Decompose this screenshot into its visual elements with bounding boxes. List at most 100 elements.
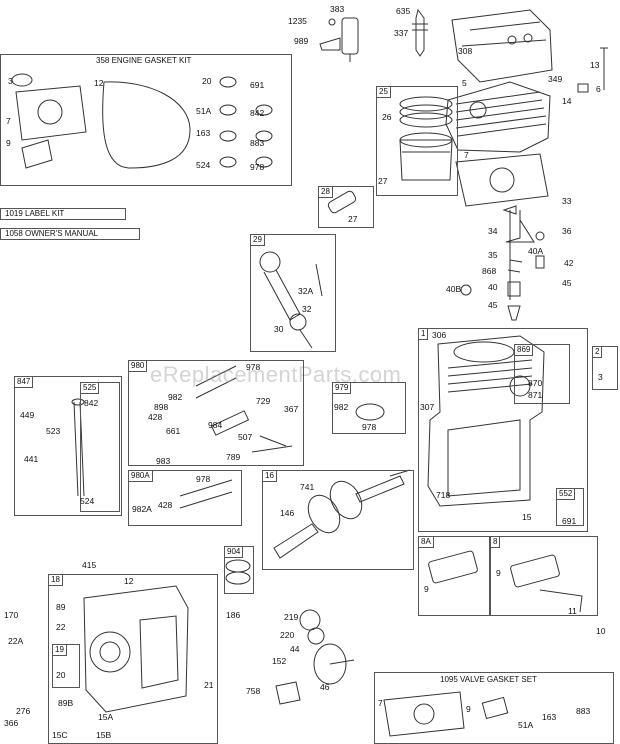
callout-9b: 9 [424, 584, 429, 594]
callout-44: 44 [290, 644, 300, 654]
callout-27a: 27 [378, 176, 388, 186]
callout-383: 383 [330, 4, 345, 14]
callout-22: 22 [56, 622, 66, 632]
callout-10: 10 [596, 626, 606, 636]
group-979-box [332, 382, 406, 434]
tag-525: 525 [80, 382, 100, 394]
owners-manual: 1058 OWNER'S MANUAL [0, 228, 140, 240]
callout-3a: 3 [8, 76, 13, 86]
label-kit: 1019 LABEL KIT [0, 208, 126, 220]
callout-34: 34 [488, 226, 498, 236]
group-8A-box [418, 536, 490, 616]
callout-415: 415 [82, 560, 97, 570]
group-25-box [376, 86, 458, 196]
sump-cover-drawing [83, 585, 189, 713]
callout-36: 36 [562, 226, 572, 236]
callout-842b: 842 [84, 398, 99, 408]
tag-16: 16 [262, 470, 277, 482]
callout-12a: 12 [94, 78, 104, 88]
tag-847: 847 [14, 376, 34, 388]
callout-152: 152 [272, 656, 287, 666]
tag-904: 904 [224, 546, 244, 558]
tag-25: 25 [376, 86, 391, 98]
callout-51Aa: 51A [196, 106, 212, 116]
tag-8A: 8A [418, 536, 434, 548]
callout-219: 219 [284, 612, 299, 622]
callout-978b: 978 [246, 362, 261, 372]
callout-6: 6 [596, 84, 601, 94]
tag-869: 869 [514, 344, 534, 356]
tag-1: 1 [418, 328, 429, 340]
callout-741: 741 [300, 482, 315, 492]
callout-3b: 3 [598, 372, 603, 382]
connecting-rod-drawing [259, 251, 323, 349]
group-525-box [80, 382, 120, 512]
callout-276: 276 [16, 706, 31, 716]
group-869-box [514, 344, 570, 404]
callout-758: 758 [246, 686, 261, 696]
callout-989: 989 [294, 36, 309, 46]
group-980-box [128, 360, 304, 466]
tag-980: 980 [128, 360, 148, 372]
callout-7b: 7 [464, 150, 469, 160]
callout-789: 789 [226, 452, 241, 462]
callout-428b: 428 [158, 500, 173, 510]
callout-868: 868 [482, 266, 497, 276]
callout-20b: 20 [56, 670, 66, 680]
group-28-box [318, 186, 374, 228]
piston-drawing [399, 96, 453, 181]
group-2-box [592, 346, 618, 390]
callout-729: 729 [256, 396, 271, 406]
callout-691a: 691 [250, 80, 265, 90]
group-29-box [250, 234, 336, 352]
callout-307: 307 [420, 402, 435, 412]
callout-220: 220 [280, 630, 295, 640]
callout-978c: 978 [362, 422, 377, 432]
callout-35: 35 [488, 250, 498, 260]
callout-11: 11 [568, 606, 577, 616]
callout-524b: 524 [80, 496, 95, 506]
engine-gasket-kit-box [0, 54, 292, 186]
callout-15C: 15C [52, 730, 68, 740]
callout-883b: 883 [576, 706, 591, 716]
callout-691b: 691 [562, 516, 577, 526]
callout-20a: 20 [202, 76, 212, 86]
group-1-box [418, 328, 588, 532]
callout-15A: 15A [98, 712, 114, 722]
group-847-box [14, 376, 122, 516]
callout-33: 33 [562, 196, 572, 206]
tag-552: 552 [556, 488, 576, 500]
callout-163a: 163 [196, 128, 211, 138]
callout-7a: 7 [6, 116, 11, 126]
callout-13: 13 [590, 60, 600, 70]
group-16-box [262, 470, 414, 570]
callout-9a: 9 [6, 138, 11, 148]
callout-718: 718 [436, 490, 451, 500]
callout-507: 507 [238, 432, 253, 442]
group-8-box [490, 536, 598, 616]
callout-45a: 45 [562, 278, 572, 288]
callout-5: 5 [462, 78, 467, 88]
callout-871: 871 [528, 390, 543, 400]
tag-980A: 980A [128, 470, 153, 482]
callout-984: 984 [208, 420, 223, 430]
callout-1235: 1235 [288, 16, 307, 26]
callout-983: 983 [156, 456, 171, 466]
tag-28: 28 [318, 186, 333, 198]
callout-524a: 524 [196, 160, 211, 170]
valve-gasket-set-title: 1095 VALVE GASKET SET [440, 675, 537, 684]
callout-441: 441 [24, 454, 39, 464]
callout-27b: 27 [348, 214, 358, 224]
callout-7c: 7 [378, 698, 383, 708]
callout-978d: 978 [196, 474, 211, 484]
tag-8: 8 [490, 536, 501, 548]
callout-40: 40 [488, 282, 498, 292]
callout-45b: 45 [488, 300, 498, 310]
callout-870: 870 [528, 378, 543, 388]
callout-9d: 9 [466, 704, 471, 714]
callout-308: 308 [458, 46, 473, 56]
callout-661: 661 [166, 426, 181, 436]
callout-982a: 982 [168, 392, 183, 402]
callout-170: 170 [4, 610, 19, 620]
